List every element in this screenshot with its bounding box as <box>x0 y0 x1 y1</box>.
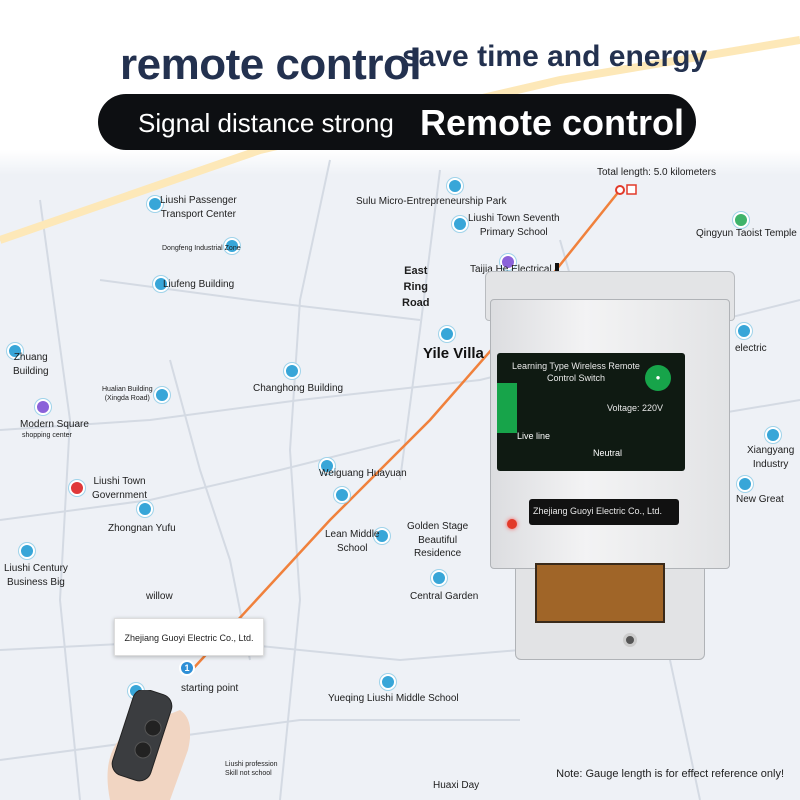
device-neutral-label: Neutral <box>593 448 623 458</box>
location-pin-icon <box>737 476 753 492</box>
location-pin-icon <box>153 276 169 292</box>
device-label-panel: ● <box>497 353 685 471</box>
location-pin-icon <box>224 238 240 254</box>
device-company: Zhejiang Guoyi Electric Co., Ltd. <box>533 506 663 516</box>
map-label-qingyun: Qingyun Taoist Temple <box>696 228 797 239</box>
map-label-yueqing: Yueqing Liushi Middle School <box>328 693 459 704</box>
map-label-dongfeng: Dongfeng Industrial Zone <box>162 245 241 252</box>
led-indicator-icon <box>507 519 517 529</box>
banner-left-text: Signal distance strong <box>138 108 394 138</box>
map-label-seventh-school: Liushi Town Seventh Primary School <box>468 213 560 238</box>
map-label-new-great: New Great <box>736 494 784 505</box>
road <box>39 199 81 800</box>
map-label-huaxi: Huaxi Day <box>433 780 480 791</box>
map-label-liushi-century: Liushi Century Business Big <box>4 563 68 588</box>
location-pin-icon <box>374 528 390 544</box>
road <box>169 359 251 661</box>
banner: Signal distance strong Remote control <box>98 94 696 150</box>
device-voltage: Voltage: 220V <box>607 403 664 413</box>
location-pin-icon <box>733 212 749 228</box>
map-label-zhongnan: Zhongnan Yufu <box>108 523 176 534</box>
route-end-dot <box>615 185 625 195</box>
device-title: Learning Type Wireless Remote Control Sw… <box>512 361 640 383</box>
starting-point-label: starting point <box>181 683 239 694</box>
map-label-liushi-profession: Liushi profession Skill not school <box>225 761 278 778</box>
banner-right-text: Remote control <box>420 102 685 143</box>
location-pin-icon <box>19 543 35 559</box>
location-pin-icon <box>765 427 781 443</box>
remote-button-on-icon <box>144 719 162 737</box>
location-pin-icon <box>319 458 335 474</box>
mounting-hole <box>623 633 637 647</box>
map-label-east-ring: East Ring Road <box>402 265 430 309</box>
device-live-label: Live line <box>517 431 551 441</box>
location-pin-icon <box>380 674 396 690</box>
total-length-label: Total length: 5.0 kilometers <box>597 167 716 178</box>
map-label-sulu: Sulu Micro-Entrepreneurship Park <box>356 196 507 207</box>
road <box>279 159 331 800</box>
map-label-yile: Yile Villa <box>423 345 484 362</box>
map-label-weiguang: Weiguang Huayuan <box>319 468 407 479</box>
location-pin-icon <box>452 216 468 232</box>
road <box>399 169 441 481</box>
map-label-golden-stage: Golden Stage Beautiful Residence <box>407 521 469 559</box>
disclaimer-note: Note: Gauge length is for effect referen… <box>556 768 784 780</box>
remote-button-off-icon <box>134 741 152 759</box>
map-label-liufeng: Liufeng Building <box>163 279 235 290</box>
terminal-block <box>535 563 665 623</box>
location-pin-icon <box>736 323 752 339</box>
map-label-zhuang: Zhuang Building <box>13 352 49 377</box>
destination-marker-icon <box>626 184 637 195</box>
remote-fob <box>107 690 190 800</box>
location-pin-icon <box>284 363 300 379</box>
location-pin-icon <box>7 343 23 359</box>
map-label-lean-school: Lean Middle School <box>325 529 380 554</box>
location-pin-icon <box>500 254 516 270</box>
road <box>0 439 401 521</box>
location-pin-icon <box>69 480 85 496</box>
map-label-hualian: Hualian Building (Xingda Road) <box>102 386 153 403</box>
panel-green-strip <box>497 383 517 433</box>
map-label-xiangyang: Xiangyang Industry <box>747 445 795 470</box>
location-pin-icon <box>334 487 350 503</box>
location-pin-icon <box>147 196 163 212</box>
location-pin-icon <box>35 399 51 415</box>
headline-sub: save time and energy <box>402 40 708 73</box>
road <box>0 719 520 761</box>
device-nameplate <box>529 499 679 525</box>
map-label-central-garden: Central Garden <box>410 591 479 602</box>
map-label-liushi-gov: Liushi Town Government <box>92 476 148 501</box>
map-label-modern-square: Modern Square <box>20 419 89 430</box>
map-label-willow: willow <box>146 591 173 602</box>
location-pin-icon <box>447 178 463 194</box>
location-pin-icon <box>439 326 455 342</box>
headline-main: remote control <box>120 40 422 89</box>
wireless-switch-device: ● Learning Type Wireless Remote Control … <box>485 263 735 663</box>
map-label-liushi-passenger: Liushi Passenger Transport Center <box>160 195 237 220</box>
map-label-modern-square-sub: shopping center <box>22 432 72 439</box>
switch-learn-badge: ● <box>645 365 671 391</box>
location-pin-icon <box>431 570 447 586</box>
road <box>0 638 521 662</box>
start-pin-icon: 1 <box>179 660 195 676</box>
company-callout: Zhejiang Guoyi Electric Co., Ltd. <box>114 618 264 656</box>
road <box>99 279 421 321</box>
map-label-changhong: Changhong Building <box>253 383 344 394</box>
map-label-electric: electric <box>735 343 767 354</box>
location-pin-icon <box>154 387 170 403</box>
location-pin-icon <box>137 501 153 517</box>
